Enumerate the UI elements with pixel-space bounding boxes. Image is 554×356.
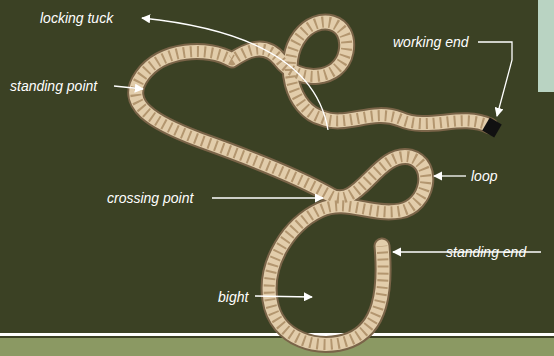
- leader-line: [212, 197, 323, 198]
- part-label: loop: [471, 168, 497, 184]
- side-panel: [538, 0, 554, 92]
- leader-line: [478, 42, 512, 116]
- leader-line: [434, 175, 466, 176]
- part-label: crossing point: [107, 190, 193, 206]
- rope-body: [136, 22, 490, 344]
- part-label: locking tuck: [40, 10, 113, 26]
- leader-line: [114, 86, 143, 89]
- part-label: standing point: [10, 78, 97, 94]
- leader-line: [142, 18, 328, 130]
- rope-outline: [136, 22, 490, 344]
- part-label: working end: [393, 34, 469, 50]
- rope-twist: [136, 22, 490, 344]
- divider-line: [0, 333, 554, 336]
- leader-lines: [114, 18, 541, 297]
- whipped-end: [486, 124, 498, 131]
- leader-line: [255, 296, 312, 297]
- part-label: standing end: [446, 244, 526, 260]
- part-label: bight: [218, 289, 248, 305]
- footer-band: [0, 338, 554, 356]
- rope: [136, 22, 490, 344]
